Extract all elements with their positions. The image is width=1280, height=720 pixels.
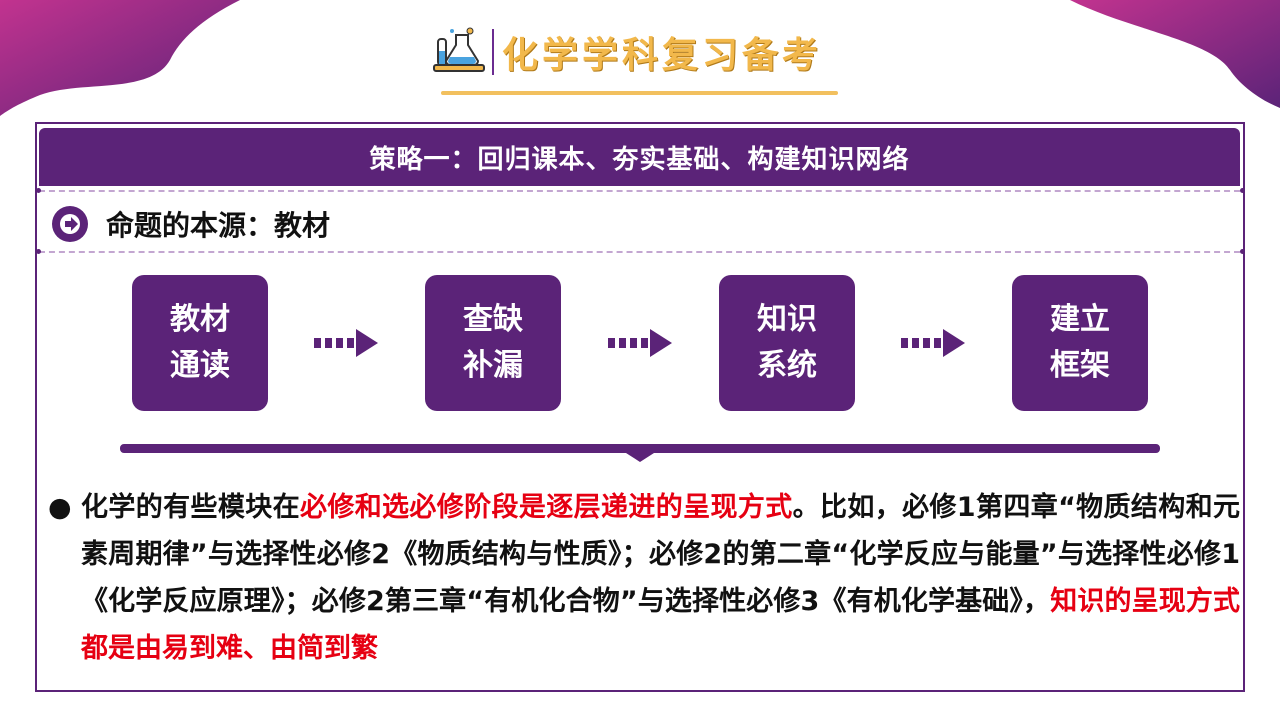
summary-underline [120, 444, 1160, 462]
flow-step-4: 建立 框架 [1012, 275, 1148, 411]
dotted-arrow-icon [608, 329, 672, 357]
summary-text: 。比如，必修1第四章“物质结构和元素周期律”与选择性必修2《物质结构与性质》；必… [81, 492, 1241, 617]
dotted-arrow-icon [901, 329, 965, 357]
header-divider [492, 29, 494, 75]
flow-step-line1: 建立 [1050, 302, 1110, 337]
flow-step-line2: 通读 [170, 348, 230, 383]
summary-text: 化学的有些模块在 [81, 492, 300, 523]
flow-step-line2: 补漏 [463, 348, 523, 383]
section-title: 命题的本源：教材 [106, 209, 331, 242]
corner-decoration-left [0, 0, 240, 116]
divider-dot [1240, 249, 1245, 254]
slide-header: 化学学科复习备考 [430, 22, 840, 82]
divider-dot [1240, 188, 1245, 193]
divider-dot [36, 249, 41, 254]
flow-step-line2: 系统 [757, 348, 817, 383]
arrow-right-circle-icon [52, 206, 88, 242]
flow-step-3: 知识 系统 [719, 275, 855, 411]
corner-decoration-right [1070, 0, 1280, 108]
flow-step-1: 教材 通读 [132, 275, 268, 411]
flow-step-line1: 查缺 [463, 302, 523, 337]
divider-dot [36, 188, 41, 193]
page-title: 化学学科复习备考 [502, 35, 823, 76]
bullet-icon: ● [48, 492, 72, 523]
divider-top [39, 190, 1240, 192]
strategy-title: 策略一：回归课本、夯实基础、构建知识网络 [369, 144, 910, 175]
flow-step-line1: 教材 [170, 302, 230, 337]
summary-highlight: 知识的呈现方式都是由易到难、由简到繁 [81, 586, 1241, 664]
strategy-banner: 策略一：回归课本、夯实基础、构建知识网络 [39, 128, 1240, 186]
flow-step-line1: 知识 [757, 302, 817, 337]
summary-paragraph: ● 化学的有些模块在必修和选必修阶段是逐层递进的呈现方式。比如，必修1第四章“物… [48, 484, 1240, 672]
flow-step-2: 查缺 补漏 [425, 275, 561, 411]
content-frame [35, 122, 1245, 692]
chemistry-lab-icon [433, 27, 485, 72]
flow-step-line2: 框架 [1050, 348, 1110, 383]
section-heading: 命题的本源：教材 [52, 203, 330, 245]
dotted-arrow-icon [314, 329, 378, 357]
divider-bottom [39, 251, 1240, 253]
summary-highlight: 必修和选必修阶段是逐层递进的呈现方式 [299, 492, 793, 523]
header-underline [441, 91, 838, 95]
